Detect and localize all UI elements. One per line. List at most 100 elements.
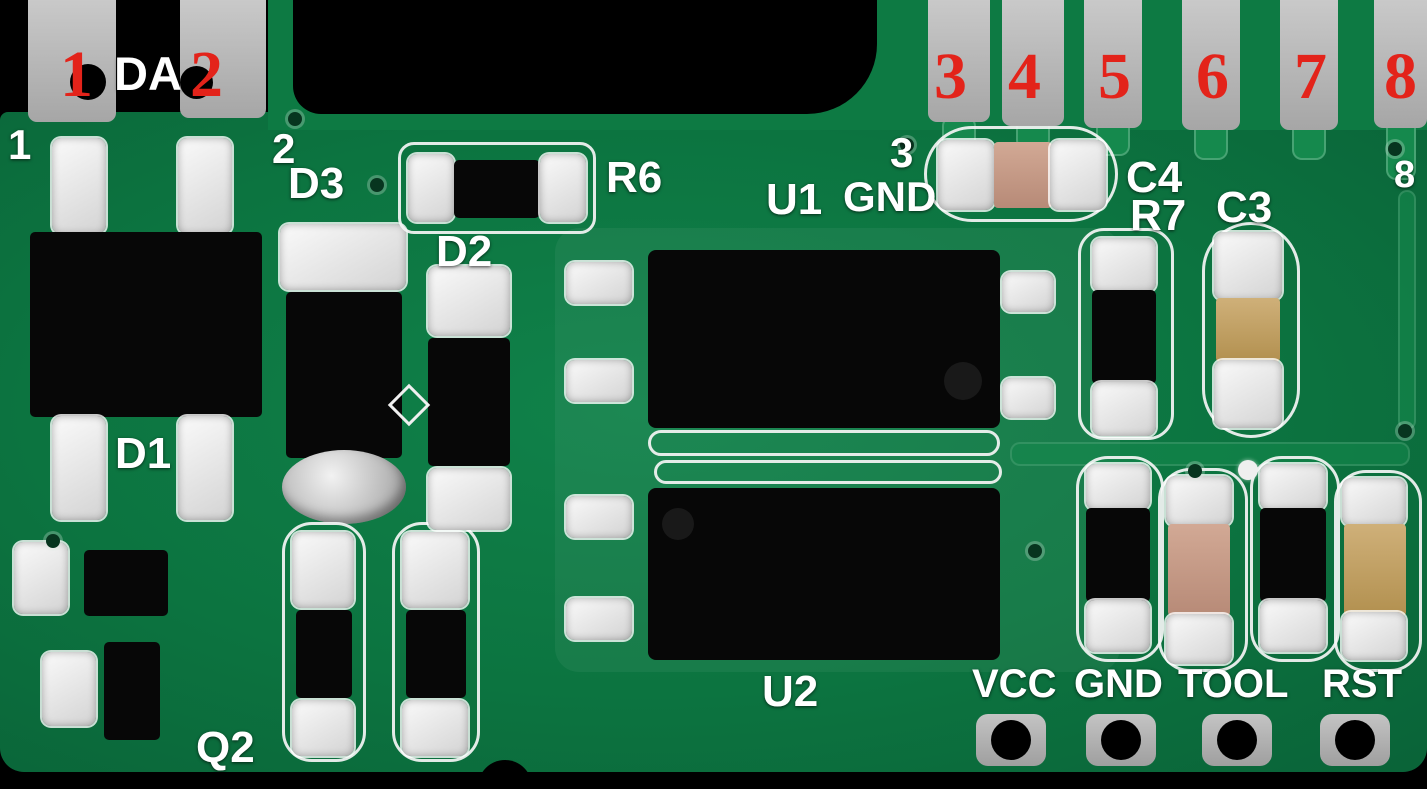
via <box>46 534 60 548</box>
silkscreen-outline <box>1158 468 1248 672</box>
capacitor-body <box>1344 524 1406 616</box>
component-q2-body <box>84 550 168 616</box>
label-d2: D2 <box>436 227 493 276</box>
solder-pad <box>408 154 454 222</box>
solder-pad <box>1092 382 1156 436</box>
solder-pad <box>178 416 232 520</box>
label-r7: R7 <box>1130 191 1187 240</box>
solder-pad <box>1342 612 1406 660</box>
solder-pad <box>402 532 468 608</box>
silkscreen-outline <box>398 142 596 234</box>
component-body <box>1260 508 1326 602</box>
pad-number-2: 2 <box>272 125 296 172</box>
silkscreen-outline <box>1076 456 1164 662</box>
pin-1-hole <box>70 64 106 100</box>
header-hole-rst <box>1335 720 1375 760</box>
pad-number-3: 3 <box>890 129 914 176</box>
solder-pad <box>52 416 106 520</box>
solder-pad <box>428 266 510 336</box>
solder-pad <box>1260 464 1326 510</box>
component-u1-body <box>648 250 1000 428</box>
red-pin-number-8: 8 <box>1384 40 1417 113</box>
silkscreen-bar <box>654 460 1002 484</box>
silkscreen-outline <box>282 522 366 762</box>
silkscreen-bar <box>648 430 1000 456</box>
header-hole-tool <box>1217 720 1257 760</box>
solder-dot <box>1238 460 1258 480</box>
red-pin-number-5: 5 <box>1098 40 1131 113</box>
solder-pad <box>938 140 994 210</box>
solder-pad <box>566 598 632 640</box>
red-pin-number-7: 7 <box>1294 40 1327 113</box>
u2-pin1-dot <box>662 508 694 540</box>
capacitor-c4-body <box>994 142 1052 208</box>
u1-pin1-dot <box>944 362 982 400</box>
edge-pad-pin-5 <box>1084 0 1142 128</box>
label-d1: D1 <box>115 429 172 478</box>
solder-pad <box>178 138 232 234</box>
edge-pad-pin-4 <box>1002 0 1064 126</box>
solder-pad <box>1214 232 1282 300</box>
via <box>1388 142 1402 156</box>
capacitor-c3-body <box>1216 298 1280 362</box>
silkscreen-outline <box>1202 222 1300 438</box>
solder-pad <box>42 652 96 726</box>
solder-pad <box>1260 600 1326 652</box>
solder-pad <box>402 700 468 756</box>
label-d3: D3 <box>288 159 345 208</box>
component-d2-body <box>428 338 510 466</box>
label-r6: R6 <box>606 153 663 202</box>
solder-pad <box>14 542 68 614</box>
edge-pad-pin-3 <box>928 0 990 122</box>
board-top-cutout <box>293 0 877 114</box>
label-c3: C3 <box>1216 183 1273 232</box>
red-pin-number-1: 1 <box>60 38 93 111</box>
red-pin-number-6: 6 <box>1196 40 1229 113</box>
solder-pad <box>1086 600 1150 652</box>
solder-pad <box>540 154 586 222</box>
red-pin-number-2: 2 <box>190 38 223 111</box>
solder-pad <box>566 496 632 538</box>
component-q2-tab <box>104 642 160 740</box>
solder-pad <box>52 138 106 234</box>
label-q2: Q2 <box>196 723 255 772</box>
component-u2-body <box>648 488 1000 660</box>
solder-pad <box>1050 140 1106 210</box>
header-hole-vcc <box>991 720 1031 760</box>
label-u1: U1 <box>766 175 823 224</box>
label-vcc: VCC <box>972 662 1057 706</box>
via <box>1188 464 1202 478</box>
label-gnd-top: GND <box>843 173 937 220</box>
capacitor-body <box>1168 524 1230 616</box>
solder-pad <box>280 224 406 290</box>
silkscreen-outline <box>1078 228 1174 440</box>
pad-number-1: 1 <box>8 121 32 168</box>
component-d3-body <box>286 292 402 458</box>
label-u2: U2 <box>762 667 819 716</box>
solder-pad <box>1214 360 1282 428</box>
edge-pad-pin-7 <box>1280 0 1338 130</box>
via <box>288 112 302 126</box>
via <box>1398 424 1412 438</box>
edge-pad-pin-8 <box>1374 0 1427 128</box>
red-pin-number-3: 3 <box>934 40 967 113</box>
silkscreen-outline <box>1250 456 1340 662</box>
trace <box>1398 190 1416 430</box>
solder-pad <box>1342 478 1406 526</box>
silkscreen-outline <box>1334 470 1422 672</box>
label-c4: C4 <box>1126 153 1183 202</box>
component-body <box>406 610 466 698</box>
solder-pad <box>1092 238 1156 292</box>
via <box>900 138 914 152</box>
solder-pad <box>1166 614 1232 664</box>
solder-pad <box>1002 378 1054 418</box>
label-da: DA <box>114 47 182 100</box>
label-gnd-bottom: GND <box>1074 662 1163 706</box>
edge-pad-pin-1 <box>28 0 116 122</box>
label-rst: RST <box>1322 662 1402 706</box>
pin-2-hole <box>180 66 213 99</box>
component-r7-body <box>1092 290 1156 384</box>
solder-pad <box>566 360 632 402</box>
solder-pad <box>428 468 510 530</box>
